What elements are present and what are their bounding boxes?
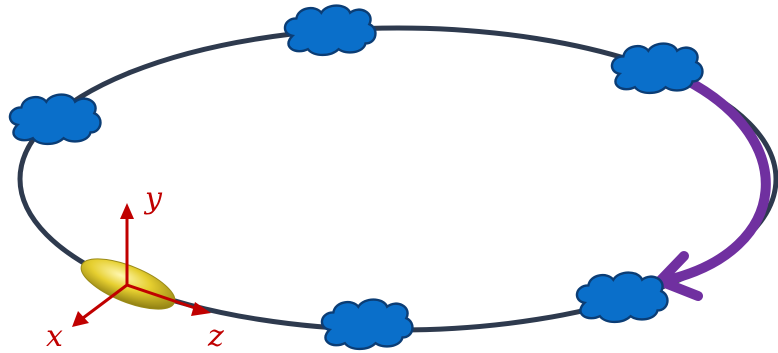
z-axis-arrowhead <box>191 302 211 316</box>
x-axis-arrowhead <box>72 311 89 327</box>
x-axis <box>82 283 128 320</box>
coordinate-axes <box>72 203 211 327</box>
z-axis <box>126 283 199 311</box>
cloud-left <box>9 94 101 144</box>
cloud-bottom-right <box>576 272 668 322</box>
cloud-top-right <box>611 43 703 93</box>
cloud-bottom <box>321 299 413 349</box>
z-axis-label: z <box>207 319 224 353</box>
rotation-arrow <box>663 75 771 285</box>
y-axis-label: y <box>143 181 163 216</box>
x-axis-label: x <box>46 319 63 353</box>
cloud-top <box>284 5 376 55</box>
y-axis-arrowhead <box>120 203 134 219</box>
